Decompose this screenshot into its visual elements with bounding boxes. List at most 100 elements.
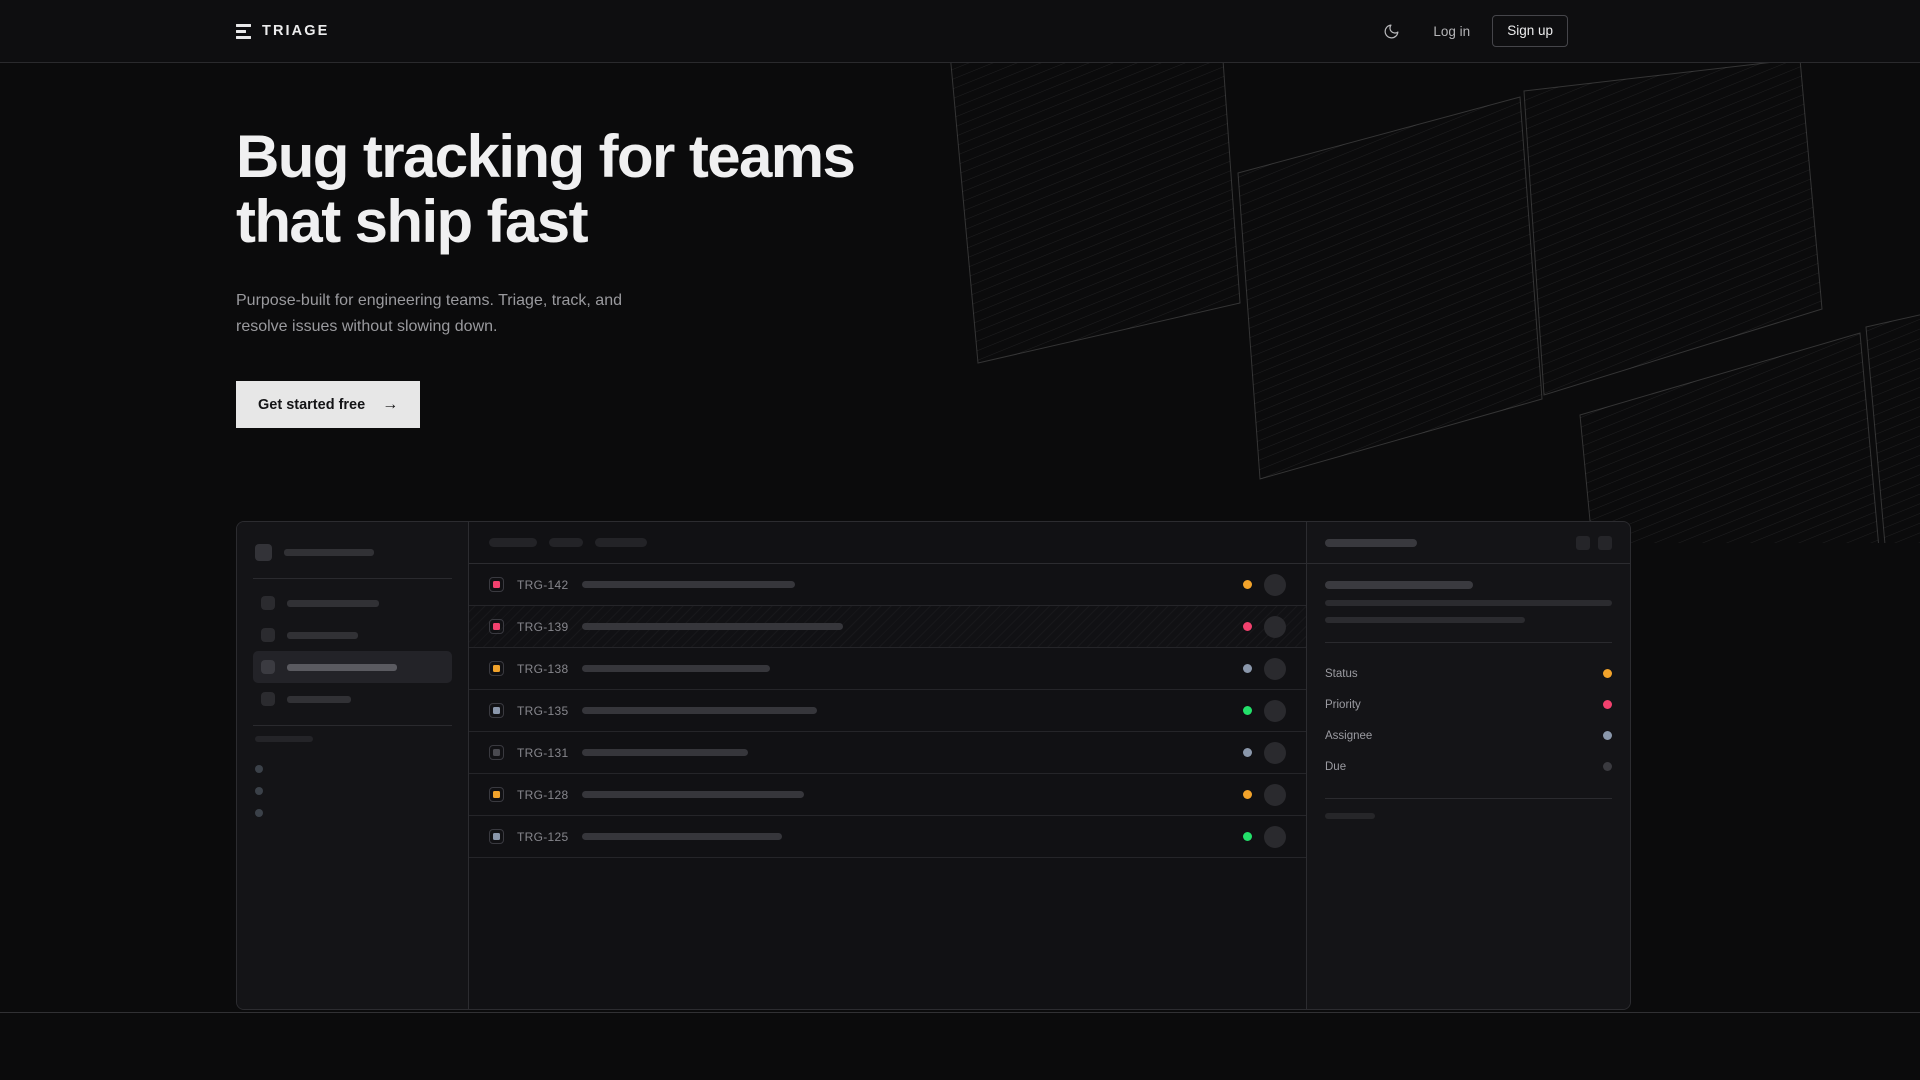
detail-field-status[interactable]: Status <box>1325 658 1612 689</box>
hero-section: Bug tracking for teams that ship fast Pu… <box>0 63 1920 429</box>
avatar <box>1264 783 1286 806</box>
detail-field-value-dot <box>1603 669 1612 678</box>
issue-title-placeholder <box>582 623 843 630</box>
avatar <box>1264 573 1286 596</box>
detail-description-placeholder <box>1325 600 1612 623</box>
sidebar-nav-item-2-active[interactable] <box>253 651 452 683</box>
mockup-sidebar <box>237 522 469 1009</box>
status-badge <box>1243 832 1252 841</box>
sidebar-nav-item-1[interactable] <box>253 619 452 651</box>
app-square-icon <box>255 544 272 561</box>
detail-field-due[interactable]: Due <box>1325 751 1612 782</box>
moon-icon[interactable] <box>1374 14 1408 48</box>
arrow-right-icon: → <box>382 395 399 413</box>
table-row[interactable]: TRG-135 <box>469 690 1306 732</box>
detail-description-line-0 <box>1325 600 1612 606</box>
table-row[interactable]: TRG-128 <box>469 774 1306 816</box>
detail-field-assignee[interactable]: Assignee <box>1325 720 1612 751</box>
sidebar-project-item-1[interactable] <box>253 780 452 802</box>
table-row[interactable]: TRG-131 <box>469 732 1306 774</box>
hero-title-line-1: Bug tracking for teams <box>236 123 856 190</box>
page-bottom-band <box>0 1013 1920 1080</box>
avatar <box>1264 657 1286 680</box>
detail-action-icon-0[interactable] <box>1576 535 1590 550</box>
sidebar-workspace-label-placeholder <box>284 549 374 556</box>
table-row[interactable]: TRG-139 <box>469 606 1306 648</box>
detail-divider-1 <box>1325 642 1612 643</box>
nav-square-icon <box>261 692 275 706</box>
nav-square-icon <box>261 596 275 610</box>
priority-icon <box>489 619 504 634</box>
priority-icon <box>489 703 504 718</box>
issue-id: TRG-131 <box>517 745 569 760</box>
hero-title-line-2: that ship fast <box>236 187 589 255</box>
brand-logo[interactable]: TRIAGE <box>236 23 329 40</box>
nav-square-icon <box>261 660 275 674</box>
sidebar-nav-label-placeholder <box>287 599 379 607</box>
nav-square-icon <box>261 628 275 642</box>
toolbar-filter-pill-2[interactable] <box>595 538 647 547</box>
status-badge <box>1243 706 1252 715</box>
detail-field-value-dot <box>1603 762 1612 771</box>
sidebar-divider-top <box>253 578 452 579</box>
detail-heading-placeholder <box>1325 581 1473 589</box>
detail-field-label: Status <box>1325 667 1358 680</box>
detail-action-buttons <box>1576 535 1612 550</box>
priority-icon <box>489 787 504 802</box>
detail-field-value-dot <box>1603 700 1612 709</box>
status-badge <box>1243 580 1252 589</box>
detail-action-icon-1[interactable] <box>1598 535 1612 550</box>
issue-title-placeholder <box>582 833 782 840</box>
get-started-button[interactable]: Get started free → <box>236 381 421 429</box>
issue-title-placeholder <box>582 581 795 588</box>
sidebar-nav-label-placeholder <box>287 695 351 703</box>
toolbar-filter-pill-0[interactable] <box>489 538 537 547</box>
toolbar-filter-pill-1[interactable] <box>549 538 583 547</box>
detail-description-line-1 <box>1325 617 1525 623</box>
issue-id: TRG-142 <box>517 577 569 592</box>
sidebar-nav-item-0[interactable] <box>253 587 452 619</box>
detail-field-label: Priority <box>1325 698 1361 711</box>
page-title: Bug tracking for teams that ship fast <box>236 123 936 255</box>
signup-button[interactable]: Sign up <box>1492 15 1568 47</box>
detail-field-priority[interactable]: Priority <box>1325 689 1612 720</box>
avatar <box>1264 825 1286 848</box>
project-dot-icon <box>255 809 263 817</box>
sidebar-project-item-0[interactable] <box>253 758 452 780</box>
issue-id: TRG-138 <box>517 661 569 676</box>
hero-subtitle: Purpose-built for engineering teams. Tri… <box>236 288 706 340</box>
sidebar-workspace-item[interactable] <box>253 537 452 568</box>
sidebar-project-item-2[interactable] <box>253 802 452 824</box>
section-divider <box>0 1012 1920 1013</box>
issue-title-placeholder <box>582 749 748 756</box>
cta-label: Get started free <box>258 396 366 413</box>
priority-icon <box>489 829 504 844</box>
issue-id: TRG-128 <box>517 787 569 802</box>
sidebar-nav-label-placeholder <box>287 631 358 639</box>
detail-field-label: Assignee <box>1325 729 1373 742</box>
hero-subtitle-line-1: Purpose-built for engineering teams. Tri… <box>236 291 622 309</box>
detail-field-label: Due <box>1325 760 1347 773</box>
login-link[interactable]: Log in <box>1433 23 1471 39</box>
status-badge <box>1243 790 1252 799</box>
sidebar-nav-item-3[interactable] <box>253 683 452 715</box>
project-dot-icon <box>255 787 263 795</box>
issue-id: TRG-135 <box>517 703 569 718</box>
issue-title-placeholder <box>582 707 817 714</box>
top-navigation-bar: TRIAGE Log in Sign up <box>0 0 1920 63</box>
status-badge <box>1243 664 1252 673</box>
project-dot-icon <box>255 765 263 773</box>
table-row[interactable]: TRG-142 <box>469 564 1306 606</box>
sidebar-project-list <box>253 758 452 824</box>
table-row[interactable]: TRG-138 <box>469 648 1306 690</box>
priority-icon <box>489 661 504 676</box>
detail-divider-2 <box>1325 798 1612 799</box>
sidebar-nav-label-placeholder <box>287 663 397 671</box>
table-row[interactable]: TRG-125 <box>469 816 1306 858</box>
avatar <box>1264 699 1286 722</box>
